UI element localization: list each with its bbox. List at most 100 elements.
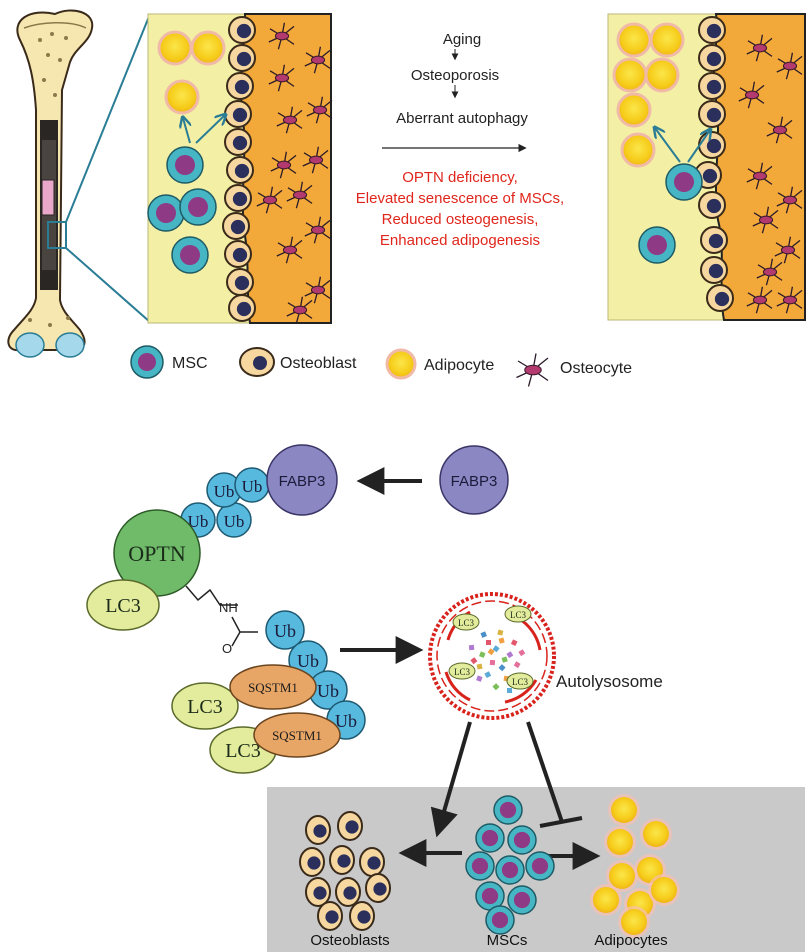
svg-text:FABP3: FABP3 <box>451 473 498 490</box>
osteoblast-lining-left <box>222 16 256 322</box>
osteocyte-cell <box>286 296 313 324</box>
osteocyte-cell <box>256 186 283 214</box>
nh-label: NH <box>219 600 238 615</box>
osteoblast-cell <box>305 815 331 845</box>
osteoblast-cell <box>706 284 734 312</box>
mscs-label: MSCs <box>487 932 528 949</box>
osteoblast-cell <box>226 72 254 100</box>
osteoblast-cell <box>317 901 343 931</box>
osteoblast-cell <box>228 294 256 322</box>
inhibit-adipogenesis-line <box>526 721 564 823</box>
osteoblast-cell <box>698 100 726 128</box>
lipid-linker: NH O <box>185 585 258 656</box>
legend-msc-label: MSC <box>172 355 208 372</box>
progression-flow: Aging Osteoporosis Aberrant autophagy OP… <box>356 31 564 249</box>
outcome-line-3: Reduced osteogenesis, <box>382 211 539 228</box>
osteocyte-cell <box>752 206 779 234</box>
osteoblast-cell <box>349 901 375 931</box>
fabp3-ubiquitination: FABP3 Ub Ub Ub Ub FABP3 OPTN LC3 <box>86 444 509 631</box>
osteoblast-cell <box>698 131 726 159</box>
msc-cell <box>507 825 537 855</box>
osteoblast-cell <box>222 212 250 240</box>
osteocyte-cell <box>746 162 773 190</box>
msc-cell <box>485 905 515 935</box>
osteoblast-cell <box>224 240 252 268</box>
osteoblast-cell <box>224 128 252 156</box>
osteocyte-cell <box>746 34 773 62</box>
outcome-line-2: Elevated senescence of MSCs, <box>356 190 564 207</box>
legend-osteoblast-label: Osteoblast <box>280 355 357 372</box>
msc-cluster <box>465 795 555 935</box>
osteoblast-cell <box>329 845 355 875</box>
osteoblast-lining-right <box>694 16 734 312</box>
svg-text:Ub: Ub <box>188 512 209 531</box>
outcome-line-1: OPTN deficiency, <box>402 169 518 186</box>
mscs-right <box>638 163 703 264</box>
osteocytes-left <box>256 22 333 324</box>
promote-osteogenesis-arrow <box>430 721 472 838</box>
osteocyte-cell <box>268 22 295 50</box>
osteoblast-cell <box>698 16 726 44</box>
svg-text:LC3: LC3 <box>510 610 527 620</box>
flow-step-aging: Aging <box>443 31 481 48</box>
osteoblast-cell <box>698 191 726 219</box>
msc-cell <box>495 855 525 885</box>
flow-step-osteoporosis: Osteoporosis <box>411 67 499 84</box>
fabp3-free <box>439 445 509 515</box>
autolysosome: LC3 LC3 LC3 LC3 Autolysosome <box>428 592 663 720</box>
osteocyte-cell <box>756 258 783 286</box>
osteocyte-cell <box>276 106 303 134</box>
svg-text:Ub: Ub <box>317 681 339 701</box>
svg-text:Ub: Ub <box>274 621 296 641</box>
cell-legend: MSC Osteoblast Adipocyte Osteocyte <box>130 345 632 387</box>
msc-cell <box>507 885 537 915</box>
osteoblast-cell <box>224 184 252 212</box>
svg-text:LC3: LC3 <box>454 667 471 677</box>
osteocyte-cell <box>776 286 803 314</box>
osteoblast-cluster <box>299 811 391 931</box>
osteocyte-cell <box>746 286 773 314</box>
o-label: O <box>222 641 232 656</box>
osteoblast-cell <box>365 873 391 903</box>
msc-cell <box>493 795 523 825</box>
legend-osteoblast-icon <box>239 347 275 377</box>
osteocyte-cell <box>304 46 331 74</box>
flow-step-aberrant-autophagy: Aberrant autophagy <box>396 110 528 127</box>
lc3-optn <box>86 579 160 631</box>
svg-text:LC3: LC3 <box>105 595 141 617</box>
svg-text:LC3: LC3 <box>458 618 475 628</box>
svg-text:SQSTM1: SQSTM1 <box>272 728 322 743</box>
bone-marrow-zoom-osteoporotic <box>607 13 806 321</box>
osteocyte-cell <box>516 353 549 387</box>
osteocyte-cell <box>776 186 803 214</box>
osteoblast-cell <box>335 877 361 907</box>
msc-cell <box>525 851 555 881</box>
differentiation-arrows-left <box>183 115 225 144</box>
adipocyte-cell <box>648 874 680 906</box>
adipocytes-left <box>157 30 226 115</box>
osteoblast-cell <box>698 44 726 72</box>
osteocytes-right <box>738 34 803 314</box>
osteoblast-cell <box>698 72 726 100</box>
osteocyte-cell <box>302 146 329 174</box>
osteoblast-cell <box>226 268 254 296</box>
svg-text:Ub: Ub <box>224 512 245 531</box>
differentiation-outcome-panel: Osteoblasts MSCs Adipocytes <box>267 721 805 952</box>
osteoblast-cell <box>228 16 256 44</box>
legend-osteocyte-icon <box>516 353 549 387</box>
femur-bone-illustration <box>7 9 151 358</box>
adipocyte-cell <box>590 884 622 916</box>
svg-text:SQSTM1: SQSTM1 <box>248 680 298 695</box>
adipocyte-cell <box>608 794 640 826</box>
differentiation-arrows-right <box>655 128 710 163</box>
osteoblast-cell <box>226 156 254 184</box>
osteoblast-cell <box>224 100 252 128</box>
osteocyte-cell <box>286 181 313 209</box>
adipocyte-cell <box>606 860 638 892</box>
adipocyte-cell <box>618 906 650 938</box>
legend-osteocyte-label: Osteocyte <box>560 360 632 377</box>
osteoblast-cell <box>305 877 331 907</box>
osteocyte-cell <box>306 96 333 124</box>
osteocyte-cell <box>776 52 803 80</box>
